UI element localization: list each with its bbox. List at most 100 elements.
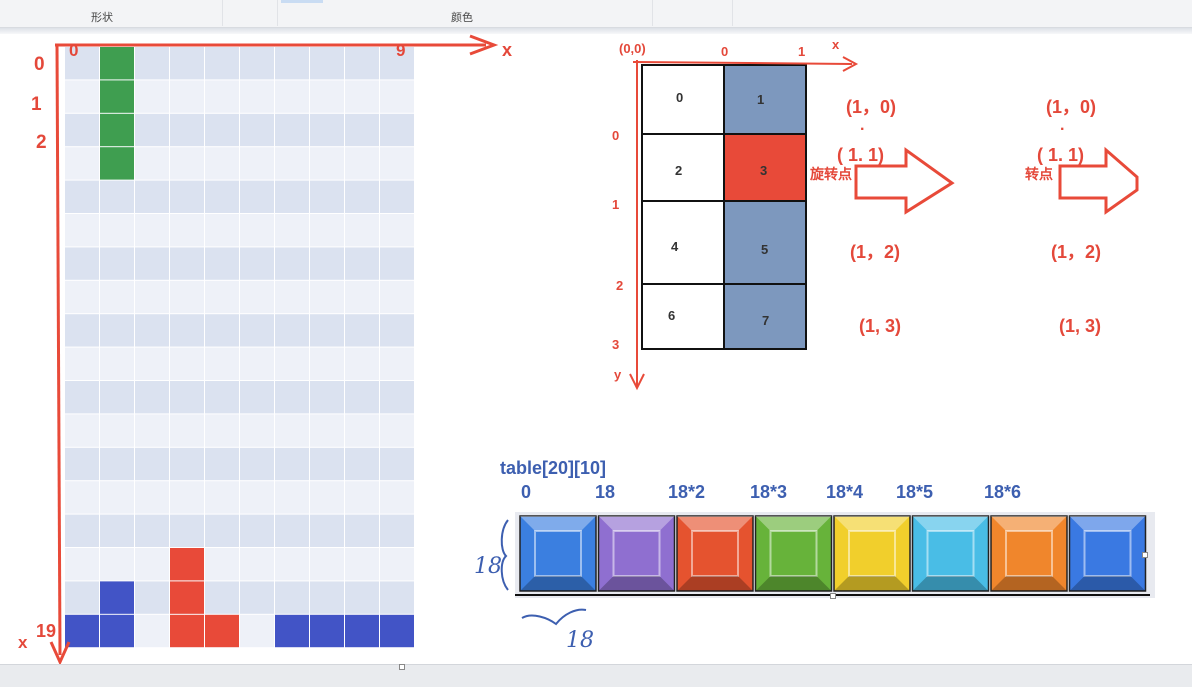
diagram-cell — [641, 200, 725, 285]
block-cell — [100, 614, 134, 648]
board-cell — [310, 581, 344, 614]
board-cell — [170, 347, 204, 380]
sprite-caption: table[20][10] — [500, 458, 607, 478]
sprite-size-label: 18 — [566, 628, 594, 653]
board-cell — [310, 80, 344, 113]
board-cell — [205, 381, 239, 414]
board-cell — [310, 481, 344, 514]
board-cell — [205, 347, 239, 380]
color-group-label[interactable]: 颜色 — [451, 12, 473, 24]
board-cell — [345, 113, 379, 147]
board-cell — [345, 481, 379, 514]
sprite-offset-label: 18*2 — [668, 482, 706, 502]
sprite-offset-label: 18*5 — [896, 482, 934, 502]
shape-group-label[interactable]: 形状 — [91, 12, 113, 24]
board-cell — [205, 80, 239, 113]
board-cell — [100, 280, 134, 314]
resize-handle[interactable] — [1142, 552, 1148, 558]
sprite-tile-bevel — [991, 576, 1067, 591]
diagram-row-label: 1 — [612, 197, 620, 212]
coord-annotation: ( 1. 1) — [1037, 145, 1085, 165]
board-cell — [380, 47, 414, 80]
board-cell — [170, 280, 204, 314]
sprite-tile-bevel — [598, 516, 675, 531]
sprite-size-label: 18 — [474, 554, 502, 579]
board-cell — [170, 147, 204, 180]
board-cell — [100, 414, 134, 447]
diagram-cell — [641, 133, 725, 202]
diagram-cell-number: 3 — [760, 163, 768, 178]
block-cell — [100, 47, 134, 80]
board-cell — [135, 247, 169, 280]
sprite-tile-bevel — [677, 576, 753, 591]
board-cell — [65, 113, 99, 147]
board-cell — [65, 314, 99, 347]
board-cell — [170, 247, 204, 280]
board-cell — [380, 581, 414, 614]
board-cell — [240, 47, 274, 80]
board-cell — [275, 548, 309, 581]
diagram-cell — [641, 64, 725, 135]
block-cell — [100, 581, 134, 614]
board-cell — [275, 347, 309, 380]
coord-annotation: (1, 3) — [859, 316, 902, 336]
sprite-tile-face — [769, 530, 818, 577]
board-cell — [345, 548, 379, 581]
board-cell — [380, 514, 414, 547]
coord-annotation-dot: · — [1060, 121, 1066, 138]
board-cell — [240, 548, 274, 581]
block-cell — [345, 614, 379, 648]
sprite-tile-bevel — [991, 516, 1067, 531]
sprite-tile-face — [1083, 530, 1132, 577]
board-cell — [135, 381, 169, 414]
board-cell — [310, 214, 344, 247]
board-cell — [170, 447, 204, 481]
board-cell — [205, 247, 239, 280]
canvas-top-shadow — [0, 28, 1192, 34]
board-cell — [65, 514, 99, 547]
sprite-tile-bevel — [598, 576, 675, 591]
board-cell — [275, 147, 309, 180]
sprite-tile-face — [1005, 530, 1053, 577]
board-cell — [275, 581, 309, 614]
sprite-tile-bevel — [912, 576, 989, 591]
board-cell — [275, 514, 309, 547]
diagram-cell-number: 5 — [761, 242, 769, 257]
diagram-row-label: 3 — [612, 337, 620, 352]
sprite-offset-label: 18*6 — [984, 482, 1022, 502]
sprite-tile-bevel — [1069, 516, 1146, 531]
board-cell — [380, 481, 414, 514]
board-cell — [135, 514, 169, 547]
board-cell — [345, 80, 379, 113]
board-cell — [135, 147, 169, 180]
board-cell — [135, 548, 169, 581]
board-cell — [65, 214, 99, 247]
board-cell — [310, 381, 344, 414]
board-cell — [345, 314, 379, 347]
board-cell — [240, 447, 274, 481]
board-cell — [135, 314, 169, 347]
board-cell — [275, 481, 309, 514]
sprite-tile-face — [848, 530, 896, 577]
board-row-label: 0 — [34, 54, 45, 75]
board-cell — [275, 47, 309, 80]
board-bottom-x-label: x — [18, 633, 28, 652]
board-cell — [380, 447, 414, 481]
board-cell — [310, 47, 344, 80]
diagram-y-arrowhead — [629, 373, 645, 391]
board-cell — [275, 247, 309, 280]
board-cell — [65, 147, 99, 180]
board-cell — [170, 514, 204, 547]
board-cell — [275, 447, 309, 481]
resize-handle[interactable] — [830, 593, 836, 599]
board-cell — [170, 481, 204, 514]
sprite-tile-face — [612, 530, 661, 577]
board-cell — [135, 280, 169, 314]
resize-handle[interactable] — [399, 664, 405, 670]
diagram-cell — [723, 200, 807, 285]
board-cell — [240, 80, 274, 113]
diagram-x-arrowhead — [842, 56, 859, 72]
board-cell — [380, 247, 414, 280]
diagram-col-label: 0 — [721, 44, 729, 59]
board-cell — [380, 214, 414, 247]
